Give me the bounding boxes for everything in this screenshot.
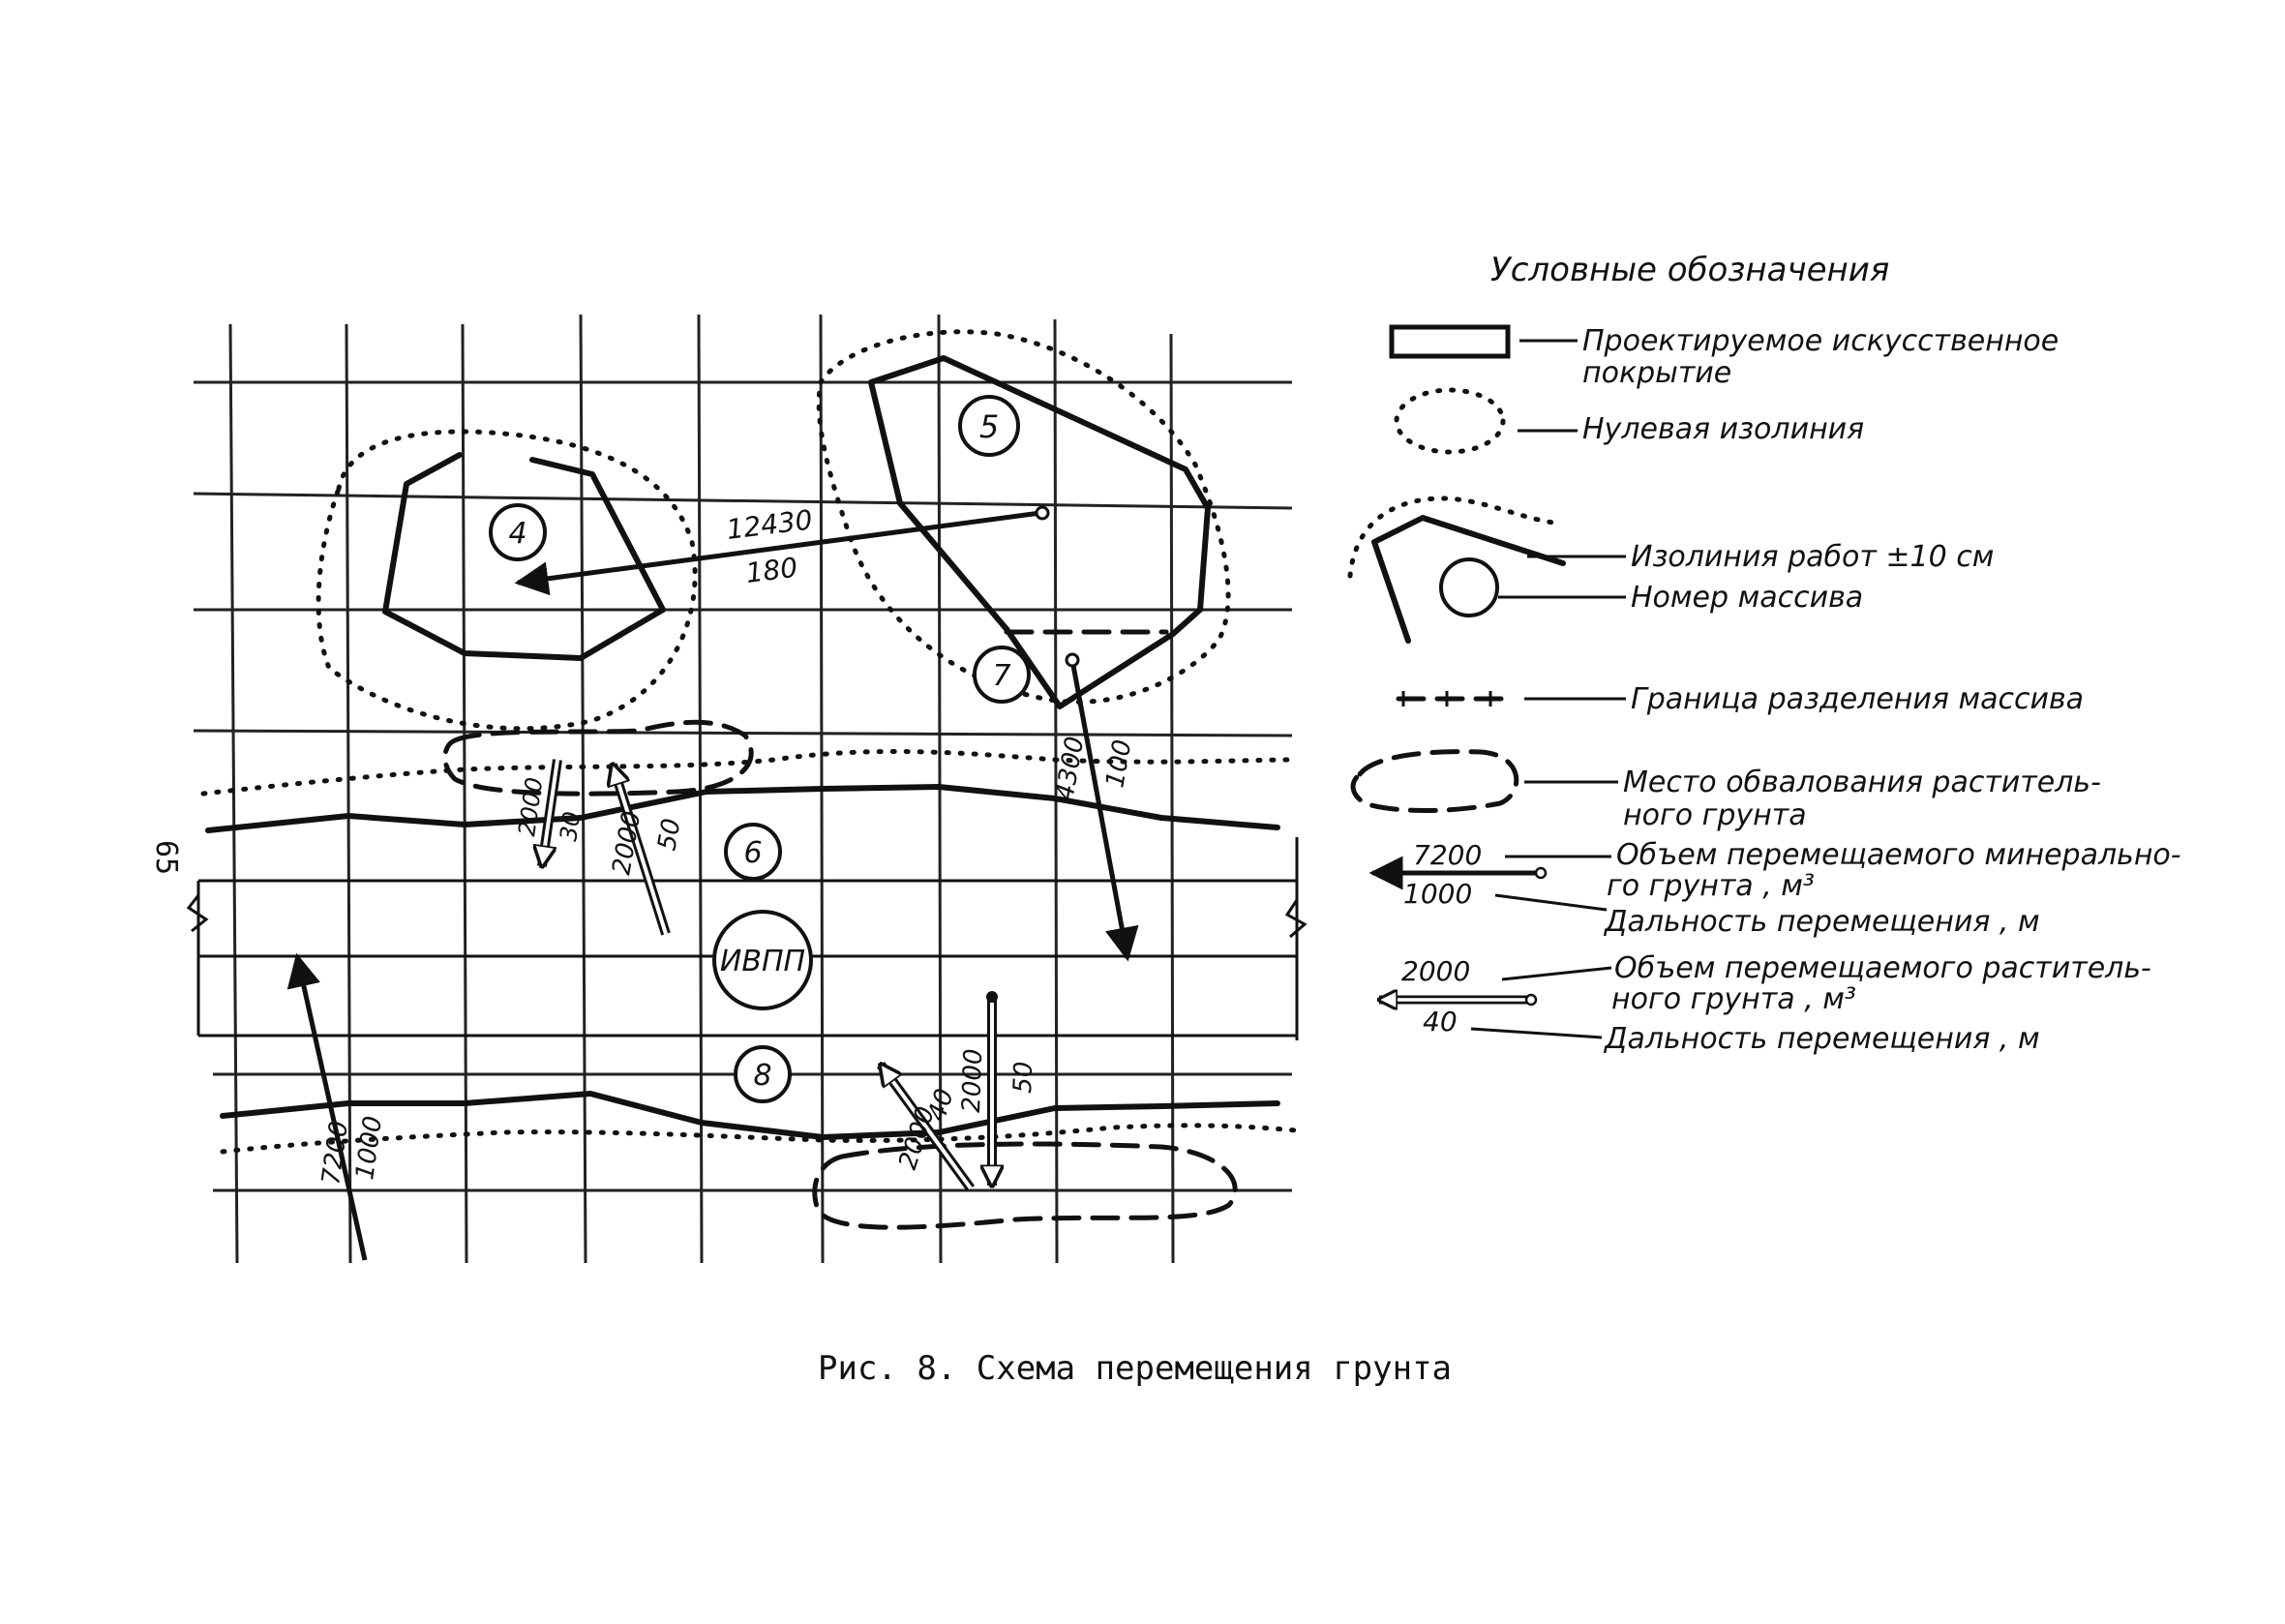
legend-example-mineral-volume: 7200 [1413, 839, 1482, 871]
zero-isoline-lower-road [220, 1123, 1300, 1155]
transfer-veg-upper-down: 2000 30 [513, 759, 586, 866]
legend-example-veg-distance: 40 [1423, 1006, 1458, 1038]
legend-swatch-work-isoline [1347, 496, 1556, 579]
massif-8-marker: 8 [734, 1045, 792, 1103]
embankment-upper [442, 719, 754, 797]
legend-example-veg-volume: 2000 [1401, 955, 1470, 987]
legend-mineral-volume-1: Объем перемещаемого минерально- [1616, 838, 2181, 872]
massif-4-number: 4 [508, 517, 526, 551]
transfer-4-distance: 50 [652, 816, 686, 853]
legend-work-isoline: Изолиния работ ±10 см [1631, 540, 1994, 574]
legend-swatch-designed-cover [1389, 324, 1511, 359]
legend-veg-volume-1: Объем перемещаемого раститель- [1614, 951, 2151, 985]
runway-label: ИВПП [720, 945, 805, 978]
legend-veg-distance: Дальность перемещения , м [1603, 1022, 2040, 1056]
legend-designed-cover-2: покрытие [1582, 356, 1731, 390]
zero-isoline-massif-5 [816, 329, 1231, 705]
legend: Условные обозначения Проектируемое искус… [1347, 251, 2181, 1056]
legend-zero-isoline: Нулевая изолиния [1582, 412, 1864, 446]
transfer-1-distance: 180 [744, 552, 799, 589]
legend-swatch-massif-number [1439, 557, 1499, 617]
work-isoline-massif-5 [868, 355, 1211, 709]
work-isoline-massif-4 [382, 452, 666, 661]
legend-embankment-2: ного грунта [1623, 798, 1807, 832]
legend-title: Условные обозначения [1490, 251, 1889, 289]
zero-isoline-upper-road [200, 749, 1300, 797]
transfer-7-distance: 50 [1008, 1061, 1038, 1094]
legend-swatch-zero-isoline [1394, 387, 1506, 455]
side-page-number: 65 [149, 840, 183, 875]
transfer-veg-lower-down: 2000 50 [957, 991, 1038, 1186]
massif-6-marker: 6 [724, 823, 782, 881]
legend-massif-number: Номер массива [1631, 581, 1863, 615]
legend-mineral-volume-2: го грунта , м³ [1607, 869, 1815, 903]
legend-designed-cover-1: Проектируемое искусственное [1582, 324, 2059, 358]
figure-caption: Рис. 8. Схема перемещения грунта [818, 1349, 1452, 1388]
embankment-lower [812, 1141, 1238, 1230]
massif-5-marker: 5 [958, 395, 1020, 457]
transfer-mineral-5-to-4: 12430 180 [514, 503, 1050, 596]
work-isoline-upper-road [205, 784, 1280, 833]
transfer-5-distance: 1000 [350, 1114, 388, 1182]
legend-embankment-1: Место обвалования раститель- [1623, 766, 2101, 799]
transfer-7-volume: 2000 [957, 1048, 988, 1113]
massif-6-number: 6 [743, 836, 762, 870]
work-isoline-lower-road [220, 1091, 1280, 1140]
legend-mineral-distance: Дальность перемещения , м [1603, 905, 2040, 939]
massif-7-number: 7 [992, 659, 1010, 693]
transfer-1-volume: 12430 [725, 503, 814, 546]
massif-7-marker: 7 [973, 646, 1031, 704]
massif-5-number: 5 [979, 408, 999, 445]
zero-isoline-massif-4 [316, 429, 698, 732]
transfer-2-distance: 100 [1100, 737, 1137, 790]
legend-example-mineral-distance: 1000 [1403, 878, 1472, 910]
transfer-3-distance: 30 [555, 810, 586, 843]
massif-8-number: 8 [753, 1059, 771, 1093]
legend-division-border: Граница разделения массива [1631, 682, 2084, 716]
runway-marker: ИВПП [712, 910, 813, 1010]
legend-swatch-embankment [1350, 749, 1519, 813]
legend-veg-volume-2: ного грунта , м³ [1611, 982, 1856, 1016]
massif-4-marker: 4 [489, 503, 547, 561]
